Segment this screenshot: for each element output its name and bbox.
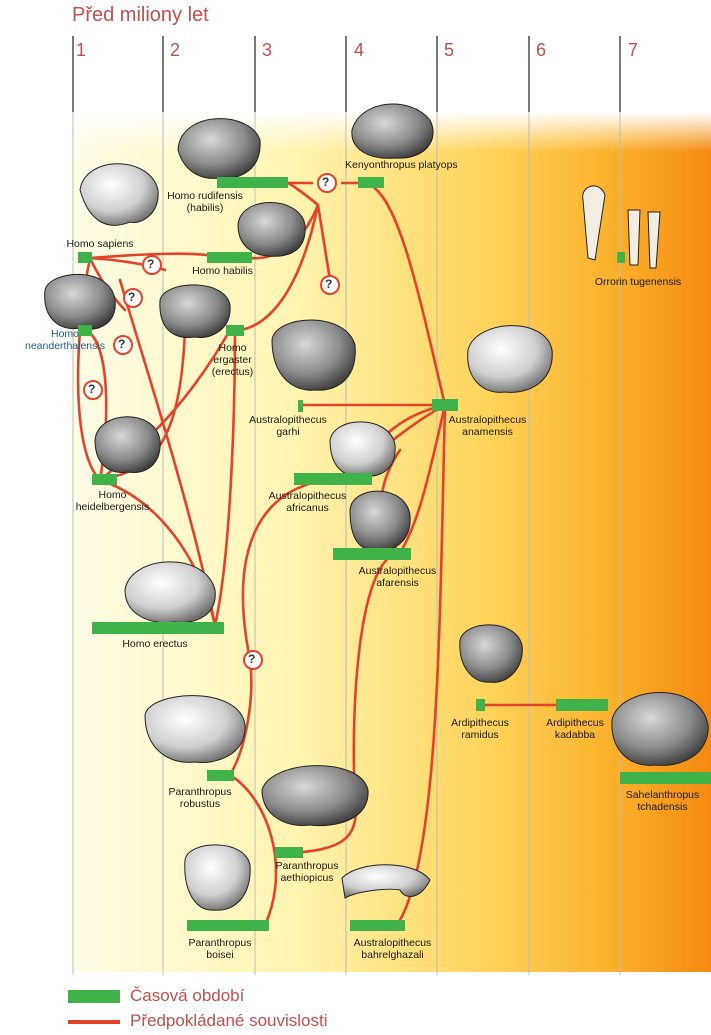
africanus-skull-icon: [330, 422, 395, 476]
green-bar-swatch-icon: [68, 990, 120, 1003]
label-heidelbergensis: Homo heidelbergensis: [65, 489, 160, 513]
legend-relations-label: Předpokládané souvislosti: [130, 1011, 328, 1030]
label-boisei: Paranthropus boisei: [180, 937, 260, 961]
label-ramidus: Ardipithecus ramidus: [445, 717, 515, 741]
axis-title: Před miliony let: [72, 4, 209, 27]
label-rudolfensis: Homo rudifensis (habilis): [165, 190, 245, 214]
ergaster-skull-icon: [160, 285, 230, 338]
label-orrorin: Orrorin tugenensis: [583, 276, 693, 288]
label-africanus: Australopithecus africanus: [255, 490, 360, 514]
label-neanderthalensis: Homo neanderthalensis: [20, 328, 110, 352]
boisei-skull-icon: [185, 845, 250, 910]
label-garhi: Australopithecus garhi: [238, 414, 338, 438]
label-erectus: Homo erectus: [110, 638, 200, 650]
ramidus-skull-icon: [460, 625, 522, 683]
aethiopicus-skull-icon: [262, 766, 368, 826]
neanderthal-skull-icon: [45, 274, 116, 329]
tick-label-1: 1: [76, 40, 86, 61]
tick-label-4: 4: [354, 40, 364, 61]
question-mark-7: ?: [248, 652, 255, 666]
label-sapiens: Homo sapiens: [65, 238, 135, 250]
habilis-skull-icon: [238, 203, 305, 257]
tick-label-6: 6: [536, 40, 546, 61]
anamensis-skull-icon: [468, 326, 553, 393]
erectus-skull-icon: [125, 562, 215, 623]
tick-label-2: 2: [170, 40, 180, 61]
red-line-swatch-icon: [68, 1020, 120, 1024]
label-robustus: Paranthropus robustus: [160, 786, 240, 810]
question-mark-1: ?: [322, 175, 329, 189]
label-kenyonthropus: Kenyonthropus platyops: [345, 159, 445, 171]
label-ergaster: Homo ergaster (erectus): [205, 342, 260, 378]
tick-label-7: 7: [628, 40, 638, 61]
question-mark-5: ?: [118, 337, 125, 351]
question-mark-3: ?: [147, 257, 154, 271]
label-kadabba: Ardipithecus kadabba: [540, 717, 610, 741]
legend-periods-label: Časová období: [130, 986, 244, 1005]
rudolfensis-skull-icon: [178, 119, 260, 179]
label-sahelanthropus: Sahelanthropus tchadensis: [615, 789, 710, 813]
heidelbergensis-skull-icon: [95, 417, 160, 473]
question-mark-6: ?: [88, 382, 95, 396]
label-aethiopicus: Paranthropus aethiopicus: [262, 860, 352, 884]
legend-relations: Předpokládané souvislosti: [68, 1011, 328, 1031]
label-anamensis: Australopithecus anamensis: [435, 414, 540, 438]
tick-label-3: 3: [262, 40, 272, 61]
question-mark-2: ?: [325, 277, 332, 291]
label-habilis: Homo habilis: [180, 265, 265, 277]
tick-label-5: 5: [444, 40, 454, 61]
sahelanthropus-skull-icon: [612, 693, 708, 766]
label-bahrelghazali: Australopithecus bahrelghazali: [340, 937, 445, 961]
legend-periods: Časová období: [68, 986, 244, 1006]
question-mark-4: ?: [128, 290, 135, 304]
label-afarensis: Australopithecus afarensis: [345, 565, 450, 589]
robustus-skull-icon: [145, 696, 245, 763]
